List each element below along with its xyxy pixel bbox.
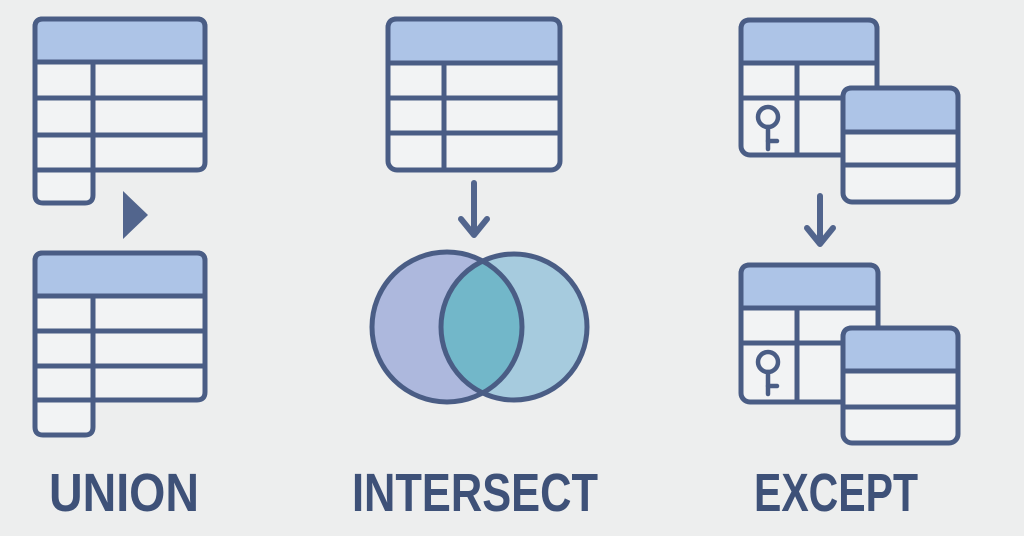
except-arrow-down-icon: [804, 193, 836, 247]
intersect-label: INTERSECT: [352, 463, 598, 523]
table-header-row: [32, 250, 208, 299]
union-result-table-icon: [32, 250, 208, 438]
table-header-row: [840, 325, 961, 374]
primary-key-icon: [755, 349, 781, 397]
except-result-overlay-table-icon: [840, 325, 961, 446]
table-header-row: [738, 262, 881, 311]
table-header-row: [32, 16, 208, 65]
venn-diagram-icon: [369, 249, 590, 405]
union-label: UNION: [49, 463, 199, 523]
except-overlay-table-icon: [840, 85, 961, 205]
table-hanging-cell: [32, 167, 96, 206]
table-header-row: [738, 17, 880, 66]
intersect-arrow-down-icon: [458, 180, 490, 238]
union-merge-triangle-icon: [123, 191, 148, 239]
union-section: UNION: [32, 16, 208, 523]
except-section: EXCEPT: [738, 17, 961, 523]
primary-key-icon: [755, 104, 781, 152]
intersect-section: INTERSECT: [352, 16, 598, 523]
venn-intersection-region: [441, 254, 522, 400]
table-header-row: [840, 85, 961, 135]
table-hanging-cell: [32, 397, 96, 438]
union-source-table-icon: [32, 16, 208, 206]
intersect-source-table-icon: [385, 16, 563, 173]
table-header-row: [385, 16, 563, 66]
except-label: EXCEPT: [754, 463, 918, 523]
